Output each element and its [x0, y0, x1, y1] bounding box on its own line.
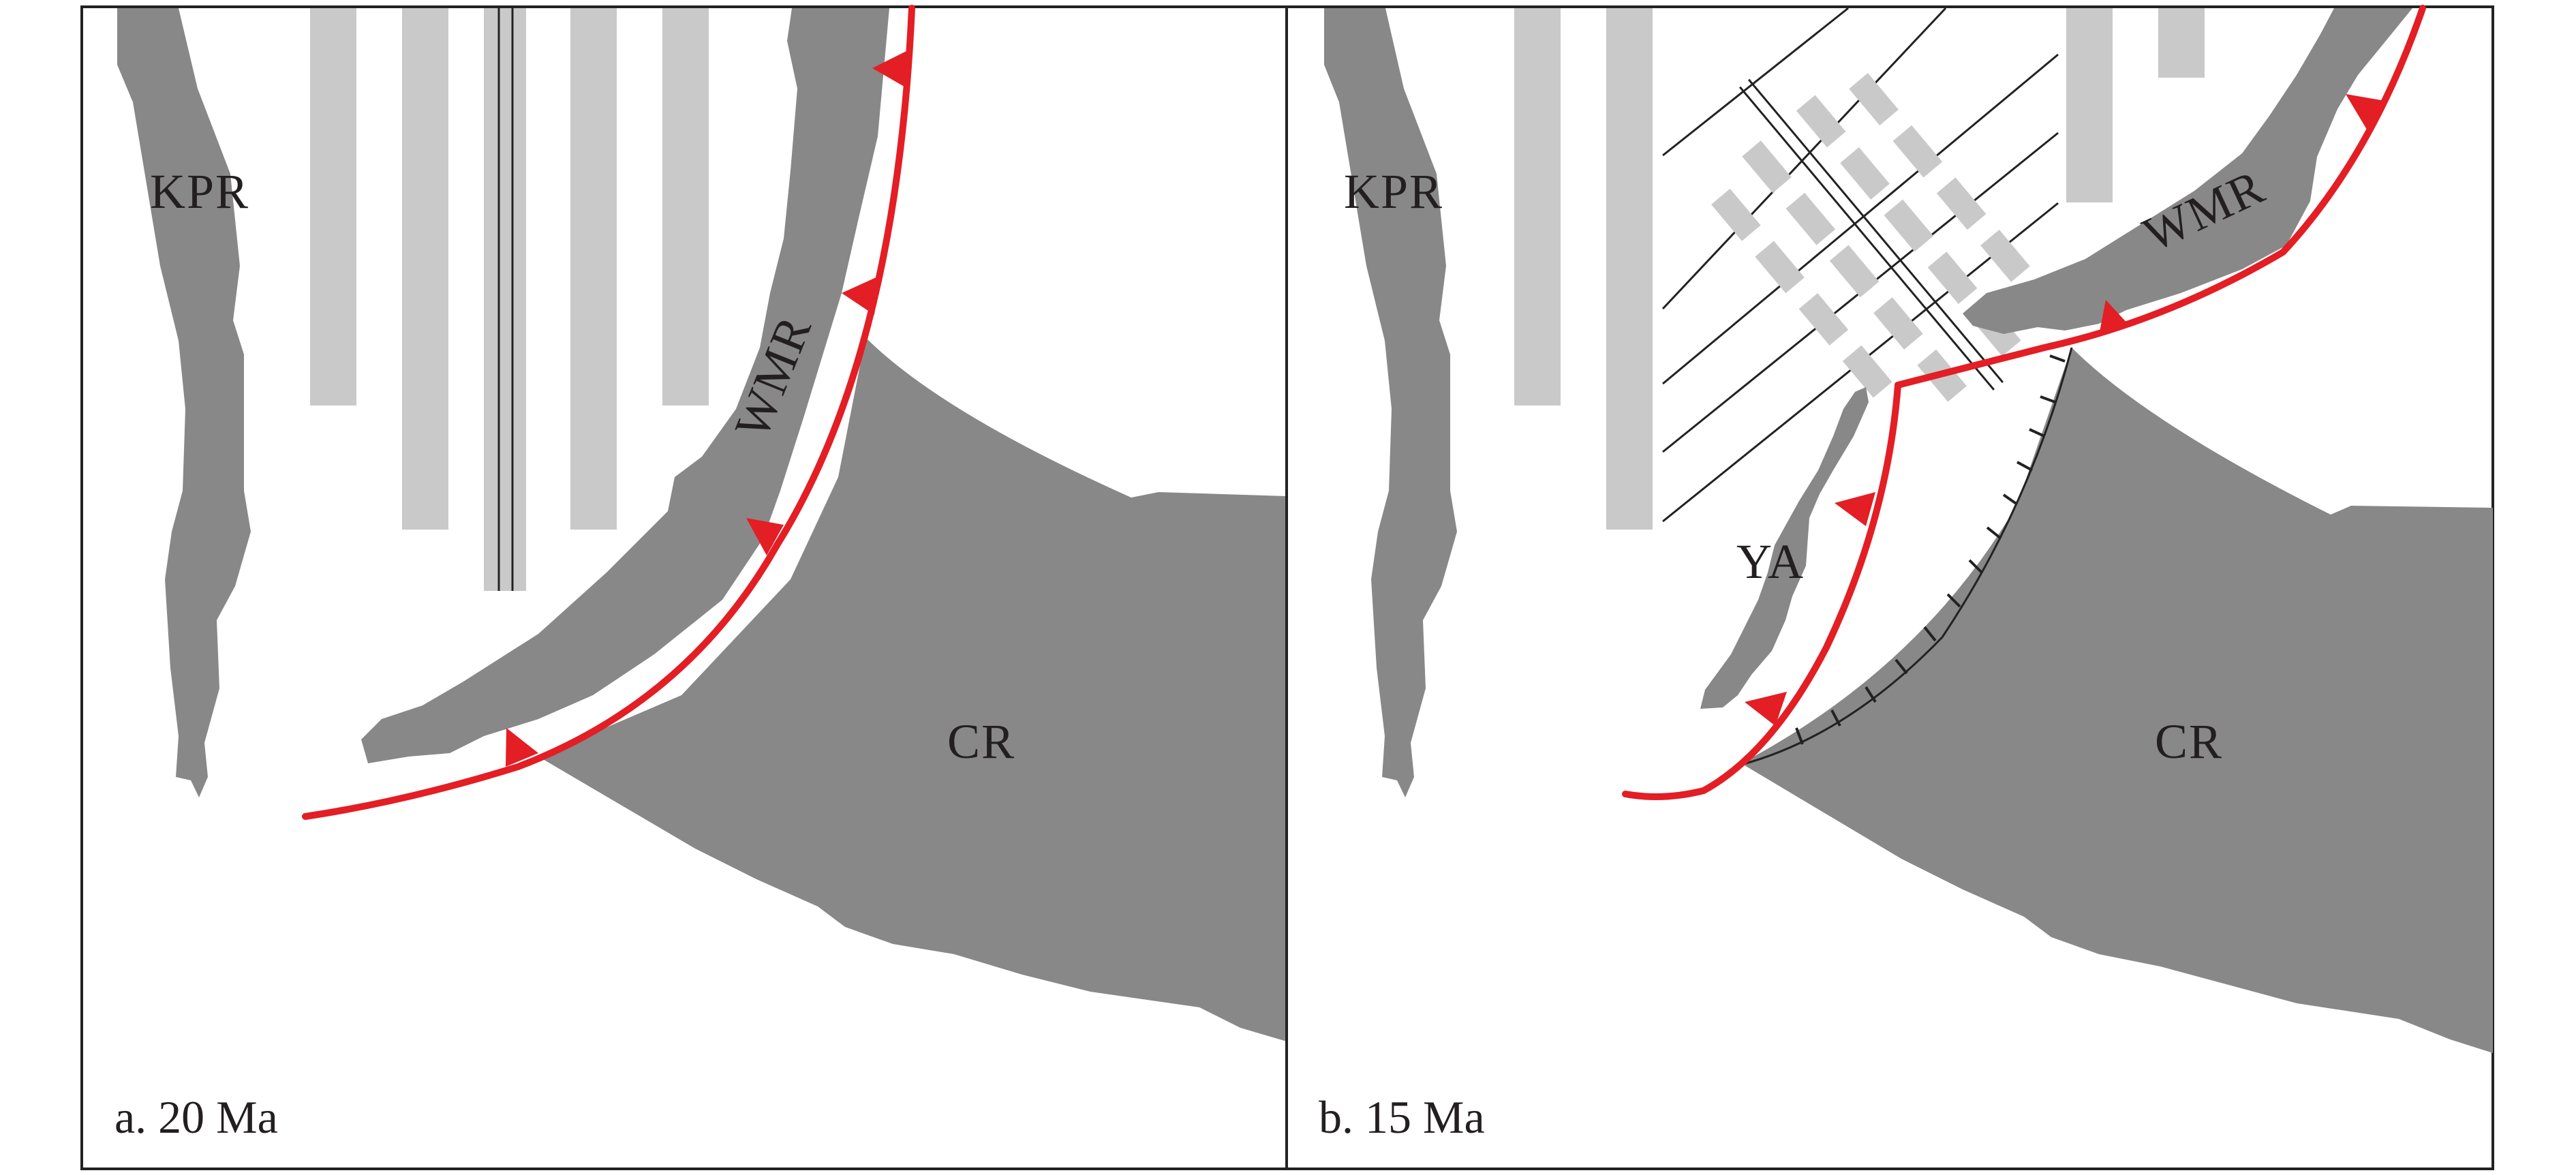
fault-tick-9	[1923, 626, 1937, 642]
oblique-stripe-b3	[1798, 293, 1849, 346]
trench-tooth-a1	[872, 51, 908, 89]
fault-tick-12	[1830, 709, 1841, 727]
spreading-stripe-a4	[570, 8, 617, 530]
subduction-trench-a	[302, 5, 915, 820]
fault-tick-13	[1795, 727, 1804, 745]
subduction-trench-b	[1622, 5, 2426, 800]
spreading-stripe-b1	[1514, 8, 1561, 406]
oblique-line-b1	[1662, 7, 1849, 157]
fault-tick-6	[1986, 526, 2002, 540]
spreading-stripe-a3	[484, 8, 526, 591]
oblique-stripe-b11	[1840, 147, 1890, 200]
trench-tooth-a2	[842, 276, 879, 315]
fault-tick-4	[2017, 461, 2033, 472]
oblique-stripe-b4	[1842, 345, 1892, 398]
fault-tick-5	[2002, 493, 2019, 506]
oblique-line-b2	[1661, 7, 1947, 310]
normal-fault-b	[1741, 347, 2073, 766]
panel-b-caption: b. 15 Ma	[1319, 1091, 1485, 1143]
kpr-ridge-b	[1324, 8, 1457, 797]
fault-tick-1	[2049, 354, 2066, 363]
spreading-stripe-b4	[2158, 8, 2205, 78]
kpr-label-a: KPR	[150, 164, 249, 219]
spreading-stripe-b2	[1606, 8, 1653, 530]
wmr-ridge-b	[1963, 8, 2412, 334]
ya-arc-b	[1700, 387, 1869, 709]
oblique-axis-line-b1	[1738, 86, 1995, 391]
fault-tick-7	[1968, 559, 1983, 574]
oblique-stripe-b12	[1884, 199, 1934, 252]
trench-tooth-b3	[1835, 492, 1875, 526]
oblique-stripe-b7	[1829, 245, 1880, 298]
oblique-spreading-domain	[1661, 7, 2059, 523]
oblique-line-b3	[1662, 53, 2059, 385]
oblique-stripe-b18	[1980, 229, 2030, 282]
oblique-stripe-b1	[1711, 188, 1761, 241]
oblique-stripe-b6	[1785, 192, 1836, 245]
fault-ticks-b	[1795, 354, 2066, 745]
trench-tooth-a3	[746, 518, 784, 555]
spreading-stripe-b3	[2066, 8, 2113, 202]
ya-label-b: YA	[1736, 534, 1805, 589]
oblique-stripe-b2	[1755, 241, 1805, 294]
kpr-label-b: KPR	[1344, 164, 1443, 219]
fault-tick-8	[1946, 593, 1961, 608]
cr-plateau-a	[538, 337, 1287, 1041]
oblique-stripe-b15	[1849, 73, 1899, 125]
oblique-stripe-b5	[1742, 140, 1792, 194]
fault-tick-10	[1895, 658, 1908, 675]
fault-tick-11	[1865, 686, 1877, 703]
panel-b: KPR WMR YA CR b. 15 Ma	[1285, 5, 2494, 1170]
fault-tick-3	[2029, 428, 2045, 438]
trench-tooth-b1	[2346, 94, 2385, 129]
trench-tooth-b4	[1745, 692, 1787, 726]
spreading-stripe-a5	[662, 8, 709, 406]
trench-tooth-b2	[2099, 300, 2130, 335]
oblique-stripe-b10	[1796, 95, 1846, 148]
fault-tick-2	[2040, 395, 2056, 403]
oblique-stripe-b8	[1873, 297, 1923, 350]
cr-label-b: CR	[2155, 714, 2223, 769]
wmr-ridge-a	[361, 8, 889, 763]
oblique-stripe-b17	[1936, 177, 1987, 230]
spreading-stripe-a2	[402, 8, 448, 530]
oblique-stripe-b16	[1892, 125, 1943, 178]
oblique-stripe-b13	[1927, 251, 1978, 305]
cr-plateau-b	[1741, 348, 2493, 1053]
cr-label-a: CR	[947, 714, 1015, 769]
panel-a-caption: a. 20 Ma	[114, 1091, 278, 1143]
panel-a: KPR WMR CR a. 20 Ma	[80, 5, 1288, 1170]
kpr-ridge-a	[117, 8, 251, 797]
oblique-axis-line-b2	[1747, 78, 2004, 384]
trench-tooth-a4	[506, 728, 538, 767]
spreading-stripe-a1	[310, 8, 356, 406]
